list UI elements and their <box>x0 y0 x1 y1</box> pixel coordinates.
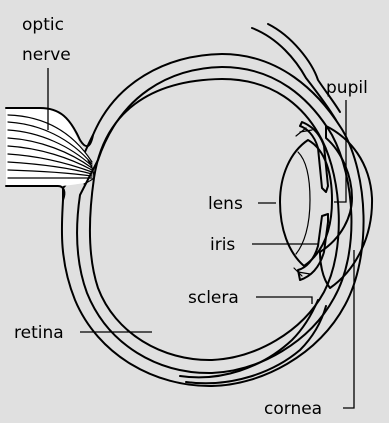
label-sclera: sclera <box>188 288 239 308</box>
label-pupil: pupil <box>326 78 368 98</box>
label-cornea: cornea <box>264 399 322 419</box>
label-retina: retina <box>14 323 64 343</box>
label-optic-nerve-line1: optic <box>22 15 64 35</box>
label-iris: iris <box>210 235 235 255</box>
label-lens: lens <box>208 194 243 214</box>
label-optic-nerve-line2: nerve <box>22 45 71 65</box>
